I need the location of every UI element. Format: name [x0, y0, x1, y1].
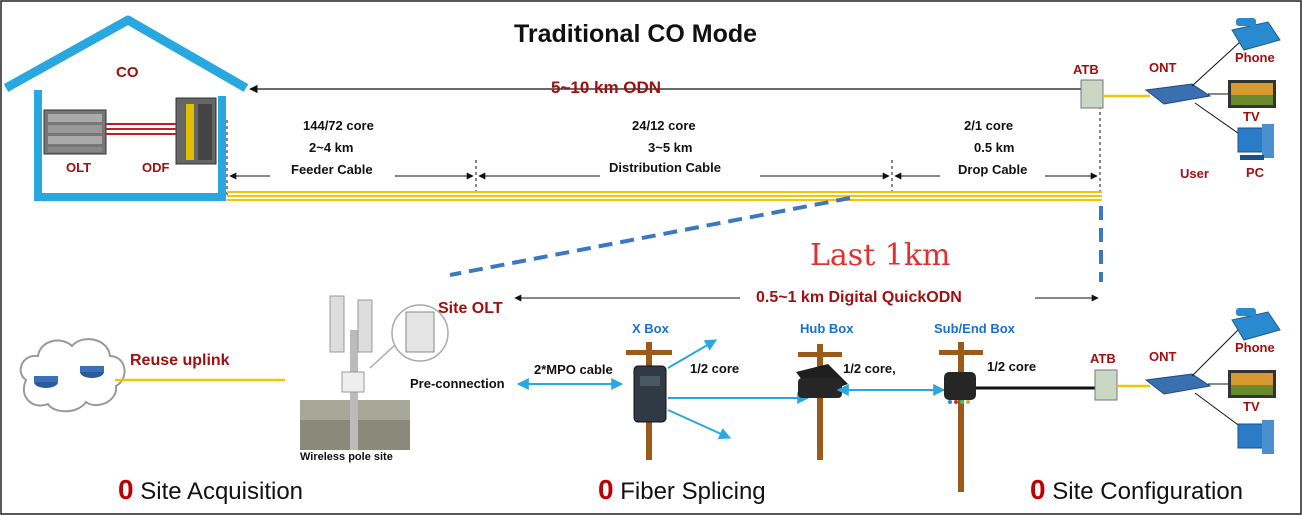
cloud-icon — [19, 338, 126, 413]
hub-core-label: 1/2 core, — [843, 361, 896, 376]
tv-bottom-icon — [1228, 370, 1276, 398]
end-core-label: 1/2 core — [987, 359, 1037, 374]
olt-label: OLT — [66, 160, 92, 175]
ont-top-icon — [1144, 83, 1212, 105]
atb-top-icon — [1080, 79, 1104, 109]
feeder-cable-label: Feeder Cable — [291, 162, 373, 177]
quickodn-label: 0.5~1 km Digital QuickODN — [756, 289, 962, 306]
pole-hub — [798, 344, 842, 460]
x-box-branches — [667, 339, 810, 440]
ont-top-label: ONT — [1149, 60, 1177, 75]
co-label: CO — [116, 64, 139, 81]
feeder-core: 144/72 core — [303, 118, 374, 133]
pc-top-icon — [1237, 124, 1274, 160]
router-icons — [34, 366, 104, 388]
odf-label: ODF — [142, 160, 170, 175]
tv-bottom-label: TV — [1243, 399, 1260, 414]
last-km-label: Last 1km — [810, 238, 951, 273]
benefit-site-acquisition: 0 Site Acquisition — [118, 474, 303, 506]
distribution-core: 24/12 core — [632, 118, 696, 133]
tv-top-icon — [1228, 80, 1276, 108]
phone-top-label: Phone — [1235, 50, 1275, 65]
benefit-site-configuration: 0 Site Configuration — [1030, 474, 1243, 506]
callout-pointer — [369, 344, 396, 369]
distribution-distance: 3~5 km — [648, 140, 693, 155]
end-box-label: Sub/End Box — [934, 321, 1015, 336]
x-box-icon — [633, 365, 667, 423]
end-box-icon — [944, 372, 976, 404]
benefit-fiber-splicing: 0 Fiber Splicing — [598, 474, 766, 506]
pc-top-label: PC — [1246, 165, 1265, 180]
diagram-title: Traditional CO Mode — [514, 20, 758, 48]
benefit-zero: 0 — [1030, 474, 1046, 505]
pole-end — [939, 342, 983, 492]
site-olt-icon — [405, 311, 435, 353]
pc-bottom-icon — [1237, 420, 1274, 454]
olt-rack-icon — [43, 109, 107, 155]
x-box-label: X Box — [632, 321, 669, 336]
zoom-line-left — [449, 196, 851, 277]
atb-bottom-icon — [1094, 369, 1118, 401]
benefit-zero: 0 — [118, 474, 134, 505]
drop-distance: 0.5 km — [974, 140, 1015, 155]
atb-top-label: ATB — [1073, 62, 1099, 77]
benefit-text: Site Configuration — [1045, 478, 1244, 505]
hub-box-label: Hub Box — [800, 321, 854, 336]
drop-core: 2/1 core — [964, 118, 1014, 133]
segment-dividers — [226, 100, 1101, 195]
odn-label: 5~10 km ODN — [551, 78, 662, 97]
fiber-cable — [227, 191, 1102, 201]
co-house-icon — [3, 15, 249, 201]
phone-top-icon — [1231, 18, 1281, 51]
benefit-zero: 0 — [598, 474, 614, 505]
drop-cable-label: Drop Cable — [958, 162, 1028, 177]
ont-bottom-icon — [1144, 373, 1212, 395]
preconnection-label: Pre-connection — [410, 376, 505, 391]
user-label: User — [1180, 166, 1209, 181]
feeder-distance: 2~4 km — [309, 140, 354, 155]
site-olt-label: Site OLT — [438, 300, 503, 317]
tv-top-label: TV — [1243, 109, 1260, 124]
phone-bottom-icon — [1231, 308, 1281, 341]
wireless-pole-icon — [300, 295, 410, 450]
xbox-core-label: 1/2 core — [690, 361, 740, 376]
benefit-text: Fiber Splicing — [613, 478, 766, 505]
atb-bottom-label: ATB — [1090, 351, 1116, 366]
odf-rack-icon — [175, 97, 217, 165]
mpo-label: 2*MPO cable — [534, 362, 613, 377]
ont-bottom-label: ONT — [1149, 349, 1177, 364]
phone-bottom-label: Phone — [1235, 340, 1275, 355]
hub-box-icon — [796, 364, 848, 398]
benefit-text: Site Acquisition — [133, 478, 304, 505]
reuse-uplink-label: Reuse uplink — [130, 352, 230, 369]
wireless-pole-label: Wireless pole site — [300, 451, 393, 463]
patch-cords — [106, 123, 176, 135]
distribution-cable-label: Distribution Cable — [609, 160, 721, 175]
